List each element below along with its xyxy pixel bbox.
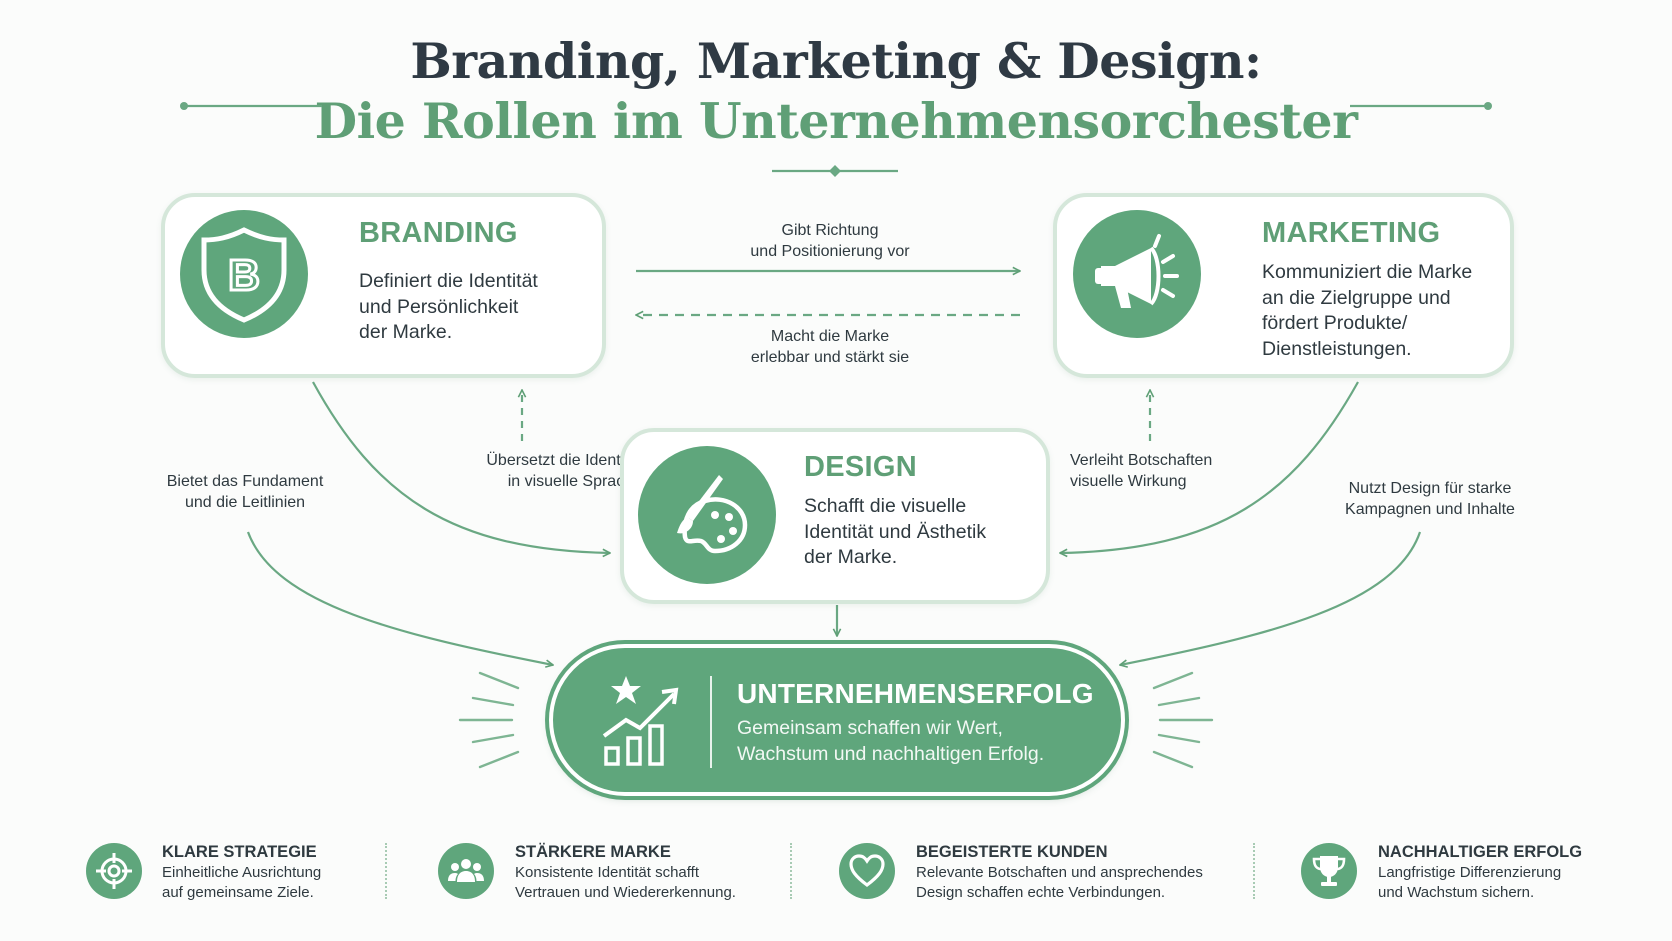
success-description: Gemeinsam schaffen wir Wert, Wachstum un… xyxy=(737,717,1045,765)
footer-separator xyxy=(385,843,387,899)
palette-brush-icon xyxy=(638,446,776,584)
burst-rays-left xyxy=(458,671,520,769)
heart-icon xyxy=(839,843,895,899)
edge-label-nutzt-design: Nutzt Design für starke Kampagnen und In… xyxy=(1345,480,1515,518)
edge-label-gibt-richtung: Gibt Richtung und Positionierung vor xyxy=(750,222,910,260)
success-pill xyxy=(549,644,1125,796)
edge-label-macht-erlebbar: Macht die Marke erlebbar und stärkt sie xyxy=(750,328,910,366)
edge-branding-success xyxy=(246,531,553,665)
design-title: DESIGN xyxy=(804,451,917,483)
footer-desc-kunden: Relevante Botschaften und ansprechendes … xyxy=(916,864,1203,901)
edge-branding-design xyxy=(312,381,610,553)
megaphone-icon xyxy=(1073,210,1201,338)
success-divider xyxy=(710,676,712,768)
design-description: Schafft die visuelle Identität und Ästhe… xyxy=(804,495,987,568)
marketing-title: MARKETING xyxy=(1262,217,1441,249)
success-title: UNTERNEHMENSERFOLG xyxy=(737,678,1094,709)
footer-desc-marke: Konsistente Identität schafft Vertrauen … xyxy=(515,864,736,901)
edge-label-verleiht: Verleiht Botschaften visuelle Wirkung xyxy=(1070,452,1213,490)
branding-title: BRANDING xyxy=(359,217,518,249)
svg-text:B: B xyxy=(228,251,260,300)
footer-title-marke: STÄRKERE MARKE xyxy=(515,843,671,861)
title-line-1: Branding, Marketing & Design: xyxy=(410,32,1262,90)
edge-marketing-success xyxy=(1120,531,1422,665)
title-line-2: Die Rollen im Unternehmensorchester xyxy=(314,92,1358,150)
edge-label-uebersetzt: Übersetzt die Identität in visuelle Spra… xyxy=(486,452,642,490)
target-icon xyxy=(86,843,142,899)
footer-title-erfolg: NACHHALTIGER ERFOLG xyxy=(1378,843,1583,861)
burst-rays-right xyxy=(1152,671,1214,769)
footer-desc-strategie: Einheitliche Ausrichtung auf gemeinsame … xyxy=(162,864,322,901)
edge-label-bietet-fundament: Bietet das Fundament und die Leitlinien xyxy=(166,473,324,511)
footer-separator xyxy=(1253,843,1255,899)
people-group-icon xyxy=(438,843,494,899)
shield-b-icon: B xyxy=(180,210,308,338)
edge-marketing-design xyxy=(1060,381,1359,553)
branding-description: Definiert die Identität und Persönlichke… xyxy=(359,270,538,343)
footer-desc-erfolg: Langfristige Differenzierung und Wachstu… xyxy=(1378,864,1562,901)
footer-title-strategie: KLARE STRATEGIE xyxy=(162,843,317,861)
trophy-icon xyxy=(1301,843,1357,899)
footer-title-kunden: BEGEISTERTE KUNDEN xyxy=(916,843,1108,861)
footer-separator xyxy=(790,843,792,899)
marketing-description: Kommuniziert die Marke an die Zielgruppe… xyxy=(1262,261,1473,360)
growth-chart-star-icon xyxy=(596,670,686,770)
